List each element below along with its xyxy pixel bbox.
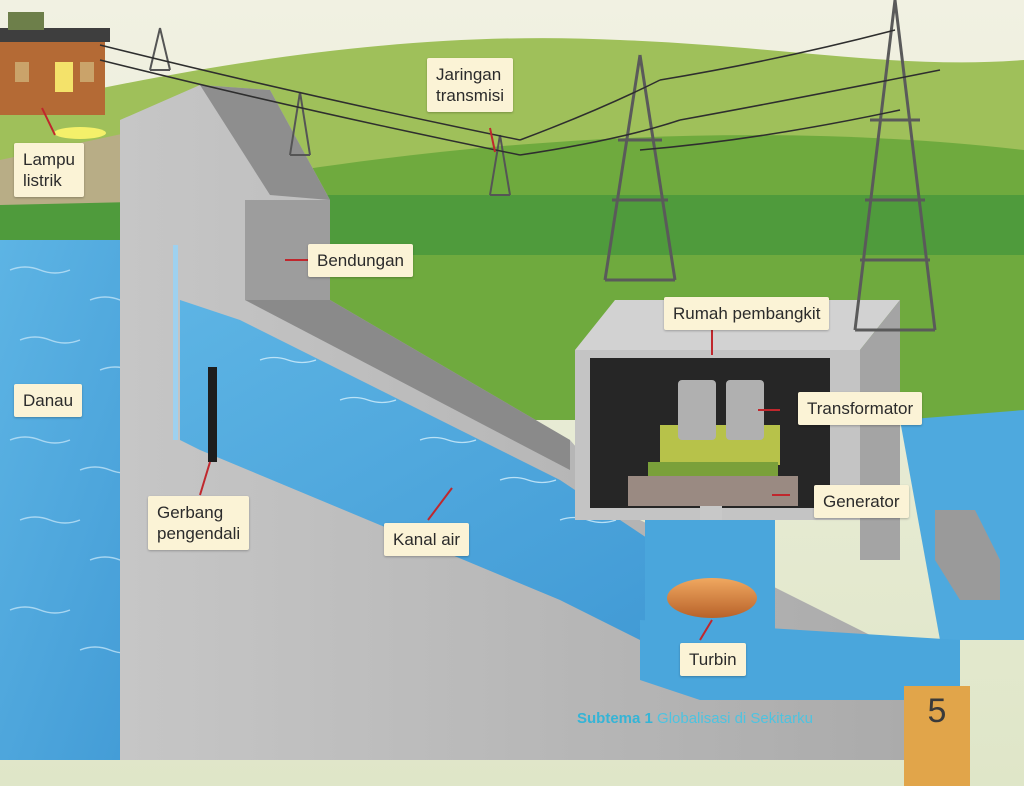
label-generator-text: Generator [823, 492, 900, 511]
transmission-tower-small [149, 27, 511, 196]
page-number: 5 [927, 692, 947, 730]
label-danau: Danau [14, 384, 83, 417]
house [0, 12, 110, 115]
generator-body [628, 476, 798, 506]
label-kanal-air: Kanal air [384, 523, 470, 556]
canal-ripples [259, 356, 617, 524]
leader-lines [41, 107, 790, 641]
subtheme-title: Globalisasi di Sekitarku [657, 710, 813, 727]
label-rumah-text: Rumah pembangkit [673, 304, 821, 323]
label-lampu-listrik: Lampu listrik [14, 143, 84, 197]
label-transformator: Transformator [798, 392, 923, 425]
label-lampu-line2: listrik [23, 171, 62, 190]
generator-plate [648, 462, 778, 476]
label-jaringan-transmisi: Jaringan transmisi [427, 58, 514, 112]
control-gate [208, 367, 217, 462]
label-gerbang-line2: pengendali [157, 524, 241, 543]
transmission-tower-large [603, 0, 937, 332]
label-turbin-text: Turbin [689, 650, 737, 669]
transformer-coil-left [678, 380, 716, 440]
lamp-glow [54, 127, 106, 139]
dam-slope [245, 300, 570, 470]
outlet [935, 510, 1000, 600]
subtheme-footer: Subtema 1 Globalisasi di Sekitarku [577, 710, 813, 727]
label-generator: Generator [814, 485, 909, 518]
transformer-coil-right [726, 380, 764, 440]
label-bendungan-text: Bendungan [317, 251, 404, 270]
label-gerbang-line1: Gerbang [157, 503, 224, 522]
label-kanal-text: Kanal air [393, 530, 461, 549]
label-lampu-line1: Lampu [23, 150, 75, 169]
page-number-box: 5 [904, 686, 970, 786]
label-transformator-text: Transformator [807, 399, 914, 418]
label-rumah-pembangkit: Rumah pembangkit [664, 297, 830, 330]
power-lines [99, 29, 941, 156]
subtheme-label: Subtema 1 [577, 710, 653, 727]
canal-water [180, 300, 760, 640]
label-jaringan-line2: transmisi [436, 86, 505, 105]
label-jaringan-line1: Jaringan [436, 65, 502, 84]
dam-top-face [200, 85, 330, 200]
label-danau-text: Danau [23, 391, 74, 410]
gate-guide [173, 245, 178, 440]
turbine-wheel [667, 578, 757, 618]
label-bendungan: Bendungan [308, 244, 413, 277]
label-turbin: Turbin [680, 643, 746, 676]
label-gerbang-pengendali: Gerbang pengendali [148, 496, 250, 550]
